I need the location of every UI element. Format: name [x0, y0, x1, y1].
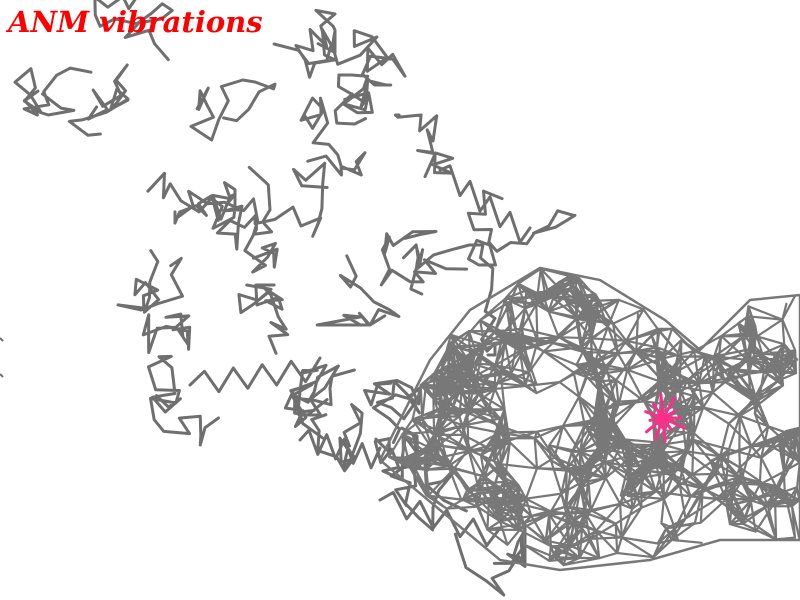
edge-mark [0, 337, 4, 342]
network-outline [378, 266, 800, 572]
highlight-star [644, 393, 686, 443]
network-springs [387, 267, 800, 567]
highlighted-residue-springs [644, 393, 686, 443]
elastic-network-mesh [378, 266, 800, 572]
edge-tick-marks [0, 337, 4, 378]
viewer-title: ANM vibrations [8, 5, 263, 39]
edge-mark [0, 373, 4, 378]
